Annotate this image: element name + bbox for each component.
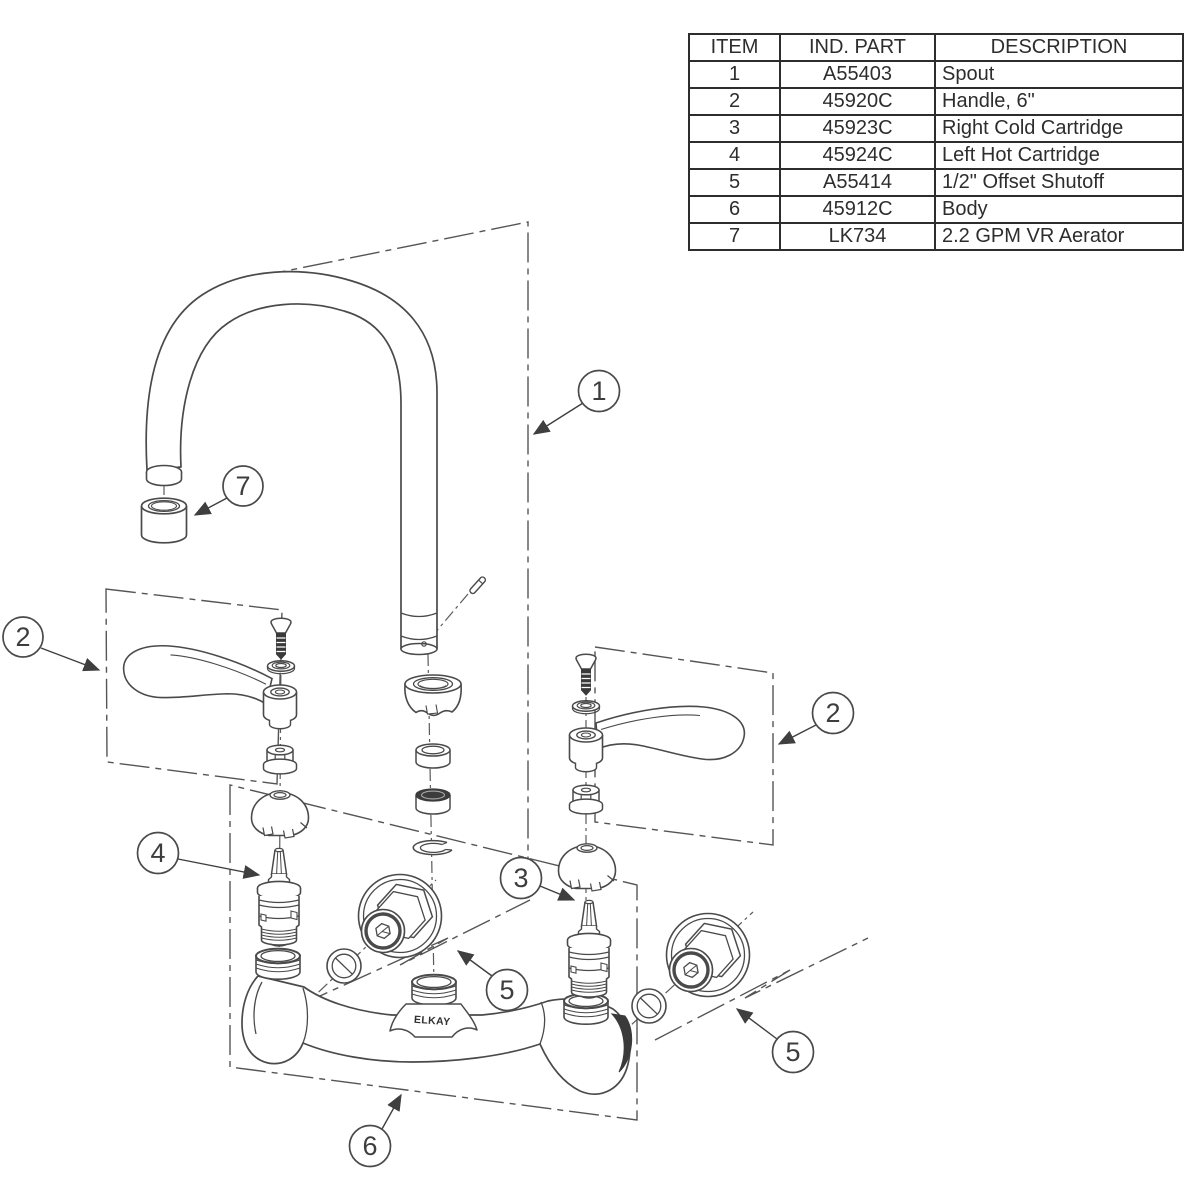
cell-description: 1/2" Offset Shutoff — [934, 168, 1184, 197]
brand-label: ELKAY — [414, 1014, 451, 1029]
cell-description: Right Cold Cartridge — [934, 114, 1184, 143]
cell-part: 45920C — [779, 87, 936, 116]
screw-right — [575, 653, 597, 696]
table-header-row: ITEM IND. PART DESCRIPTION — [688, 33, 1184, 62]
table-row: 3 45923C Right Cold Cartridge — [688, 114, 1184, 143]
nut-left — [262, 744, 298, 775]
cell-item: 4 — [688, 141, 781, 170]
handle-right — [595, 705, 746, 761]
cell-item: 3 — [688, 114, 781, 143]
aerator — [140, 497, 188, 544]
spout-bottom-rim — [400, 642, 438, 656]
seal-ring — [415, 788, 451, 815]
cell-description: Spout — [934, 60, 1184, 89]
washer-left — [266, 660, 296, 675]
spout — [145, 270, 487, 656]
spout-tube — [145, 270, 438, 650]
table-header-item: ITEM — [688, 33, 781, 62]
svg-text:5: 5 — [785, 1037, 800, 1067]
spout-screw-hole — [421, 641, 427, 647]
shutoff-flange-right — [664, 911, 752, 999]
body-shadow-crescent — [610, 1013, 633, 1073]
callout-3-right-cartridge: 3 — [499, 856, 576, 901]
parts-table: ITEM IND. PART DESCRIPTION 1 A55403 Spou… — [688, 33, 1184, 251]
table-row: 7 LK734 2.2 GPM VR Aerator — [688, 222, 1184, 251]
svg-text:1: 1 — [591, 376, 606, 406]
table-row: 1 A55403 Spout — [688, 60, 1184, 89]
svg-text:5: 5 — [499, 975, 514, 1005]
boundary-left-handle — [105, 588, 283, 785]
body-center-port — [411, 973, 457, 1007]
bonnet-left — [250, 789, 310, 839]
callout-7-aerator: 7 — [193, 465, 264, 516]
screw-left — [270, 617, 292, 660]
spout-nut — [404, 674, 462, 717]
cell-item: 1 — [688, 60, 781, 89]
boundary-spout — [255, 221, 529, 858]
split-ring — [412, 839, 453, 856]
handle-assembly-left — [118, 617, 310, 839]
cell-part: 45924C — [779, 141, 936, 170]
cell-description: Body — [934, 195, 1184, 224]
cell-item: 7 — [688, 222, 781, 251]
centerlines — [163, 483, 754, 1041]
table-row: 4 45924C Left Hot Cartridge — [688, 141, 1184, 170]
handle-hub-left — [262, 684, 298, 730]
callout-2-right-handle: 2 — [777, 691, 855, 745]
shutoff-flange-left — [356, 872, 444, 960]
callout-5-right-shutoff: 5 — [735, 1008, 815, 1074]
svg-text:6: 6 — [362, 1131, 377, 1161]
table-header-ind-part: IND. PART — [779, 33, 936, 62]
handle-hub-right — [568, 727, 604, 773]
spout-tip-band — [145, 472, 183, 487]
cell-item: 6 — [688, 195, 781, 224]
svg-text:3: 3 — [513, 863, 528, 893]
shutoff-seal-left — [326, 948, 362, 984]
svg-text:4: 4 — [150, 838, 165, 868]
handle-left — [118, 638, 276, 716]
cell-description: 2.2 GPM VR Aerator — [934, 222, 1184, 251]
svg-text:7: 7 — [235, 471, 250, 501]
callout-5-left-shutoff: 5 — [456, 950, 529, 1012]
table-row: 6 45912C Body — [688, 195, 1184, 224]
cell-item: 2 — [688, 87, 781, 116]
nut-right — [568, 784, 604, 815]
cell-description: Left Hot Cartridge — [934, 141, 1184, 170]
cutline-right-shutoff — [654, 937, 869, 1041]
spout-set-screw — [469, 576, 487, 595]
table-row: 5 A55414 1/2" Offset Shutoff — [688, 168, 1184, 197]
centerline-set-screw — [433, 593, 469, 635]
callouts: 1 7 2 2 4 3 5 — [2, 369, 855, 1168]
cartridge-right-cold — [566, 899, 612, 999]
body-center-mount — [389, 1003, 478, 1038]
svg-text:2: 2 — [15, 622, 30, 652]
washer-right — [571, 700, 601, 715]
bonnet-right — [557, 842, 617, 892]
callout-2-left-handle: 2 — [2, 616, 101, 672]
cutline-left-shutoff — [299, 899, 531, 1006]
cell-description: Handle, 6" — [934, 87, 1184, 116]
cell-part: 45923C — [779, 114, 936, 143]
faucet-body: ELKAY — [241, 947, 633, 1095]
cell-item: 5 — [688, 168, 781, 197]
cell-part: A55414 — [779, 168, 936, 197]
bearing-ring — [415, 743, 451, 769]
callout-1-spout: 1 — [532, 369, 621, 435]
callout-4-left-cartridge: 4 — [136, 831, 261, 879]
cell-part: A55403 — [779, 60, 936, 89]
table-row: 2 45920C Handle, 6" — [688, 87, 1184, 116]
shutoff-seal-right — [631, 988, 667, 1024]
boundary-body — [229, 784, 638, 1121]
cell-part: 45912C — [779, 195, 936, 224]
table-header-description: DESCRIPTION — [934, 33, 1184, 62]
spout-collar-bands — [400, 612, 438, 641]
cartridge-left-hot — [256, 847, 302, 947]
svg-text:2: 2 — [825, 698, 840, 728]
cell-part: LK734 — [779, 222, 936, 251]
callout-6-body: 6 — [348, 1093, 402, 1168]
body-contours — [253, 981, 546, 1045]
body-left-port — [255, 947, 301, 981]
